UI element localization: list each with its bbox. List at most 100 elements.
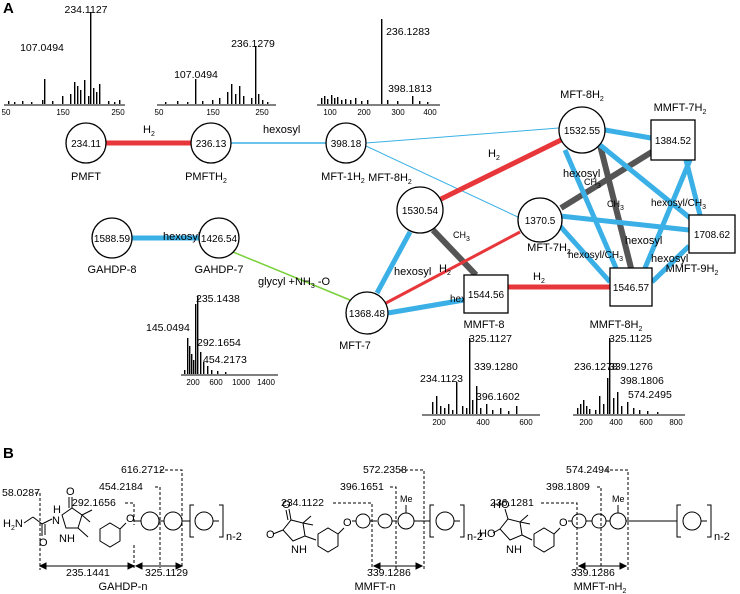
spectrum-pmfth2: 236.1279 107.0494 50 150 250 — [155, 38, 276, 117]
peak-label: 236.1279 — [231, 38, 275, 50]
fragment-label: 234.1122 — [281, 497, 324, 509]
node-gahdp8: 1588.59 GAHDP-8 — [88, 217, 136, 276]
svg-text:H2N: H2N — [3, 518, 23, 532]
atom-label: O — [282, 499, 291, 511]
spectrum-peak — [217, 371, 219, 374]
spectrum-peak — [200, 352, 202, 374]
fragment-label: 454.2184 — [99, 481, 143, 493]
node-mft7h2: 1370.5 MFT-7H2 — [517, 197, 571, 256]
spectrum-peak — [580, 404, 582, 414]
node-gahdp7: 1426.54 GAHDP-7 — [195, 217, 243, 276]
repeat-label: n-2 — [714, 531, 730, 543]
svg-text:MFT-8H2: MFT-8H2 — [368, 172, 412, 186]
spectrum-peak — [577, 408, 579, 414]
node-value: 1426.54 — [201, 234, 238, 245]
spectrum-peak — [657, 412, 659, 414]
peak-label: 236.1283 — [386, 26, 430, 38]
peak-label: 236.1278 — [574, 361, 618, 373]
spectrum-peak — [508, 411, 510, 414]
edge-label-ch3: CH — [453, 230, 466, 240]
svg-text:NH: NH — [506, 544, 522, 556]
spectrum-peak — [96, 92, 98, 104]
edge-label-hexosyl: hexosyl — [625, 235, 662, 247]
spectrum-peak — [633, 408, 635, 414]
spectrum-peak — [8, 101, 10, 104]
node-mmft8: 1544.56 MMFT-8 — [463, 274, 509, 331]
edge-label-h2: H — [439, 263, 447, 275]
spectrum-peak — [440, 406, 442, 414]
spectrum-peak — [177, 101, 179, 104]
spectrum-peak — [621, 406, 623, 414]
fragment-label: 572.2358 — [363, 464, 407, 476]
peak-label: 234.1127 — [64, 4, 107, 16]
spectrum-peak — [267, 102, 269, 104]
fragment-label: 339.1286 — [367, 567, 411, 579]
spectrum-peak — [31, 102, 33, 104]
atom-label: N — [52, 515, 60, 527]
spectrum-peak — [243, 96, 245, 104]
peak-label: 325.1125 — [609, 333, 652, 345]
fragment-label: 616.2712 — [121, 464, 165, 476]
peak-label: 396.1602 — [476, 391, 520, 403]
spectrum-peak — [462, 406, 464, 414]
spectrum-peak — [516, 406, 518, 414]
edge-hexosyl — [604, 127, 652, 141]
spectrum-peak — [212, 100, 214, 104]
structure-mmfth2: 574.2494 398.1809 236.1281 HO HO NH O Me — [479, 464, 730, 594]
tick-label: 200 — [432, 418, 446, 427]
structure-mmft: 572.2358 396.1651 234.1122 O O NH O Me — [266, 464, 483, 593]
atom-label: O — [39, 537, 48, 549]
spectrum-mmft8: 325.1127 234.1123 339.1280 396.1602 200 … — [420, 333, 540, 427]
node-pmfth2: 236.13 PMFTH2 — [185, 122, 232, 185]
node-label: MFT-1H — [321, 171, 361, 183]
node-label: MMFT-8 — [464, 319, 505, 331]
edge-label-glycyl: glycyl +NH — [258, 276, 311, 288]
node-label: PMFTH — [185, 171, 223, 183]
node-label: MFT-7H — [527, 242, 567, 254]
edge-label-hexosyl: hexosyl — [651, 253, 688, 265]
tick-label: 50 — [155, 108, 164, 117]
spectrum-peak — [251, 98, 253, 104]
spectrum-peak — [432, 402, 434, 414]
tick-label: 200 — [357, 108, 371, 117]
edge-hexosyl — [598, 143, 697, 224]
spectrum-peak — [14, 102, 16, 104]
tick-label: 250 — [111, 108, 125, 117]
node-value: 1544.56 — [468, 290, 505, 301]
edge-label-hexosyl: hexosyl — [394, 266, 431, 278]
repeat-label: n-2 — [226, 531, 242, 543]
node-mmft9h2: 1708.62 MMFT-9H2 — [666, 214, 736, 277]
fragment-label: 236.1281 — [490, 497, 534, 509]
spectrum-peak — [324, 96, 326, 104]
tick-label: 50 — [2, 108, 11, 117]
node-value: 1384.52 — [655, 136, 692, 147]
spectrum-peak — [387, 100, 389, 104]
svg-text:MMFT-9H2: MMFT-9H2 — [666, 263, 719, 277]
spectrum-pmft: 234.1127 107.0494 50 150 250 — [2, 4, 126, 117]
network-nodes: 234.11 PMFT 236.13 PMFTH2 398.18 MFT-1H2… — [65, 89, 736, 352]
edge-hexosyl — [365, 145, 521, 219]
tick-label: 200 — [186, 378, 200, 387]
spectrum-peak — [84, 80, 86, 104]
spectrum-peak — [397, 101, 399, 104]
spectrum-peak — [195, 79, 197, 104]
spectrum-peak — [492, 410, 494, 414]
structure-name: MMFT-n — [355, 581, 396, 593]
fragment-label: 339.1286 — [571, 567, 615, 579]
spectrum-peak — [595, 410, 597, 414]
atom-label: O — [559, 517, 568, 529]
atom-label: HO — [493, 499, 510, 511]
spectrum-peak — [52, 101, 54, 104]
spectrum-peak — [231, 84, 233, 104]
edge-hexosyl — [374, 230, 413, 295]
edge-hexosyl — [558, 224, 612, 284]
edge-label-h2: H — [143, 124, 151, 136]
spectrum-peak — [617, 392, 619, 414]
edge-hexosyl — [559, 213, 690, 233]
spectrum-mmft8h2: 325.1125 236.1278 339.1276 398.1806 574.… — [573, 333, 685, 427]
fragment-label: 398.1809 — [546, 481, 590, 493]
node-mmft7h2: 1384.52 MMFT-7H2 — [650, 102, 706, 161]
spectrum-peak — [613, 398, 615, 414]
edge-hexosyl — [387, 297, 465, 316]
spectrum-peak — [583, 400, 585, 414]
